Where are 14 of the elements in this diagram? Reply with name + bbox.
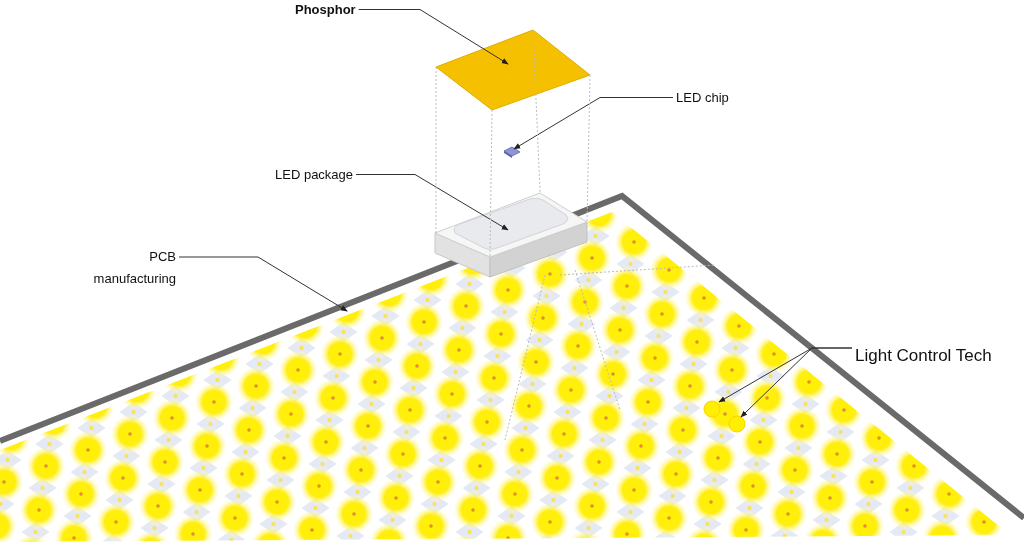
leader-line [358,9,509,65]
leader-line [740,347,853,418]
callout-text: PCB manufacturing [84,246,176,290]
projection-line [435,66,437,234]
callout-text: Light Control Tech [855,346,992,366]
callout-text: Phosphor [295,2,356,17]
leader-line [178,256,348,312]
leader-line [513,97,674,150]
callout-text: LED chip [676,90,729,105]
projection-line [489,109,493,258]
leader-line [355,174,509,231]
callout-text: LED package [275,167,354,182]
projection-line [586,74,591,223]
projection-line [532,29,541,194]
